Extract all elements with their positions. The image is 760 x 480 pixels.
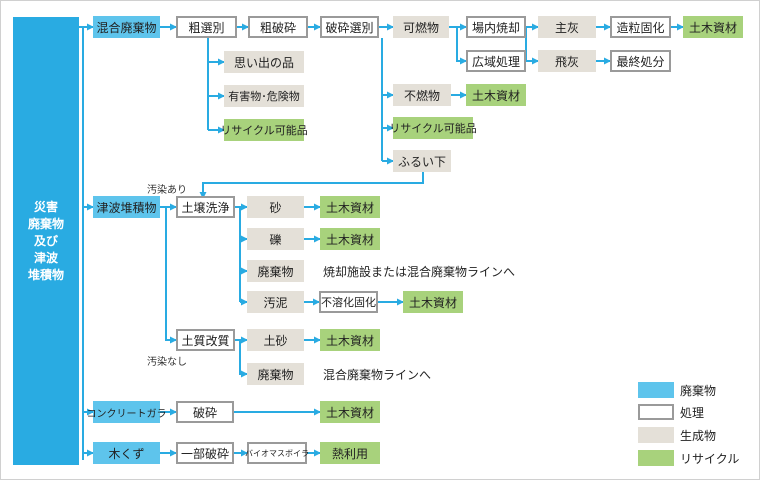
node-coarse-sort: 粗選別: [176, 16, 237, 38]
node-biomass-boiler: バイオマスボイラ: [245, 442, 309, 464]
node-onsite-incineration: 場内焼却: [466, 16, 526, 38]
node-sieve-under: ふるい下: [393, 150, 451, 172]
node-sludge: 汚泥: [247, 291, 304, 313]
legend-swatch-recycle: [638, 450, 674, 466]
legend-label-product: 生成物: [680, 429, 717, 443]
note-contaminated: 汚染あり: [147, 185, 187, 196]
node-earth-sand: 土砂: [247, 329, 304, 351]
node-wood-waste: 木くず: [93, 442, 160, 464]
node-civil-material-4: 土木資材: [320, 228, 380, 250]
node-soil-washing: 土壌洗浄: [176, 196, 235, 218]
node-final-disposal: 最終処分: [610, 50, 671, 72]
root-line-3: 及び: [33, 233, 58, 248]
legend-swatch-product: [638, 427, 674, 443]
node-fly-ash: 飛灰: [538, 50, 596, 72]
node-coarse-crush: 粗破砕: [248, 16, 308, 38]
legend-label-waste: 廃棄物: [680, 384, 717, 398]
node-partial-crush: 一部破砕: [176, 442, 234, 464]
node-insolubilize: 不溶化固化: [319, 291, 378, 313]
node-crush: 破砕: [176, 401, 234, 423]
node-wide-area-processing: 広域処理: [466, 50, 526, 72]
node-mixed-waste: 混合廃棄物: [93, 16, 160, 38]
root-line-2: 廃棄物: [27, 216, 64, 231]
root-category: 災害 廃棄物 及び 津波 堆積物: [13, 17, 79, 465]
legend-swatch-waste: [638, 382, 674, 398]
text-to-incinerator: 焼却施設または混合廃棄物ラインへ: [323, 265, 516, 279]
node-bottom-ash: 主灰: [538, 16, 596, 38]
node-hazardous: 有害物･危険物: [224, 85, 304, 107]
node-gravel: 礫: [247, 228, 304, 250]
root-line-5: 堆積物: [27, 267, 64, 282]
node-civil-material-7: 土木資材: [320, 401, 380, 423]
node-civil-material-3: 土木資材: [320, 196, 380, 218]
node-concrete: コンクリートガラ: [87, 401, 167, 423]
node-tsunami-sediment: 津波堆積物: [93, 196, 160, 218]
node-combustible: 可燃物: [393, 16, 449, 38]
node-waste-2: 廃棄物: [247, 363, 304, 385]
node-civil-material-1: 土木資材: [683, 16, 743, 38]
node-civil-material-6: 土木資材: [320, 329, 380, 351]
node-civil-material-2: 土木資材: [466, 84, 526, 106]
node-memorabilia: 思い出の品: [224, 51, 304, 73]
node-soil-improvement: 土質改質: [176, 329, 235, 351]
legend-label-process: 処理: [680, 406, 705, 420]
node-civil-material-5: 土木資材: [403, 291, 463, 313]
node-waste-1: 廃棄物: [247, 260, 304, 282]
node-noncombustible: 不燃物: [393, 84, 451, 106]
root-line-1: 災害: [33, 199, 58, 214]
node-heat-use: 熱利用: [320, 442, 380, 464]
text-to-mixed-line: 混合廃棄物ラインへ: [323, 368, 432, 382]
node-recyclable-2: リサイクル可能品: [389, 117, 477, 139]
legend-label-recycle: リサイクル: [680, 452, 740, 466]
legend-swatch-process: [638, 404, 674, 420]
note-uncontaminated: 汚染なし: [147, 357, 187, 368]
node-granulate: 造粒固化: [610, 16, 671, 38]
root-line-4: 津波: [33, 250, 58, 265]
node-sand: 砂: [247, 196, 304, 218]
node-recyclable-1: リサイクル可能品: [220, 119, 308, 141]
node-crush-sort: 破砕選別: [320, 16, 379, 38]
